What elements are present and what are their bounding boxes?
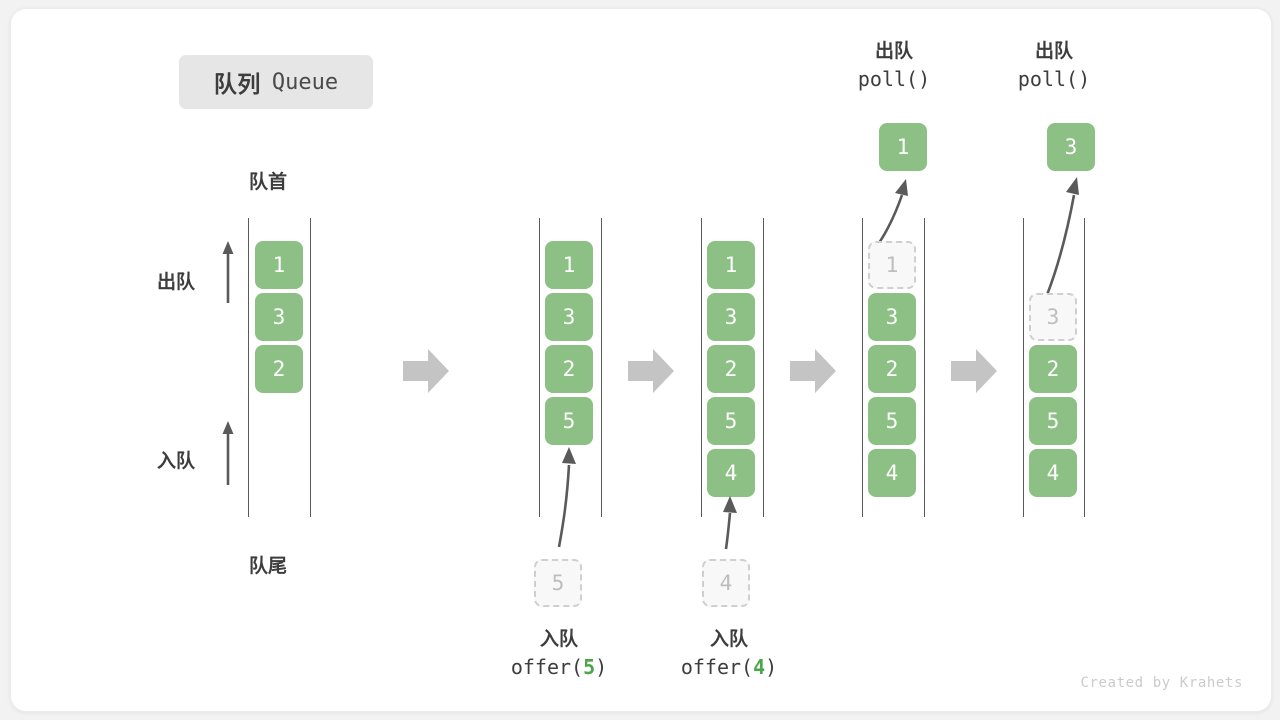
queue-rail-left-3 [701, 218, 702, 517]
dequeue-arrow-1 [222, 241, 234, 303]
queue-element-removed: 3 [1029, 293, 1077, 341]
queue-rail-right-1 [310, 218, 311, 517]
queue-element: 2 [707, 345, 755, 393]
step-arrow-2 [628, 349, 674, 393]
caption-arg: 5 [583, 655, 596, 679]
enqueue-curve-arrow-2 [557, 447, 576, 548]
caption-line2: offer(4) [624, 653, 834, 681]
title-cn: 队列 [213, 71, 261, 97]
queue-element: 4 [1029, 449, 1077, 497]
caption-line1: 出队 [874, 41, 913, 62]
diagram-card: 队列 Queue 队首 队尾 出队 入队 1 3 2 1 3 2 5 5 入队 … [10, 8, 1272, 712]
queue-rail-left-4 [862, 218, 863, 517]
queue-element: 3 [707, 293, 755, 341]
caption-poll-1: 出队 poll() [814, 39, 974, 93]
footer-credit: Created by Krahets [1080, 675, 1243, 691]
caption-fn: offer( [680, 655, 754, 679]
caption-fn-close: ) [765, 655, 778, 679]
queue-element: 3 [255, 293, 303, 341]
queue-element: 2 [868, 345, 916, 393]
step-arrow-4 [951, 349, 997, 393]
caption-line2: offer(5) [454, 653, 664, 681]
queue-rail-right-2 [601, 218, 602, 517]
caption-poll-3: 出队 poll() [974, 39, 1134, 93]
caption-offer-5: 入队 offer(5) [454, 627, 664, 681]
caption-line2: poll() [857, 67, 931, 91]
caption-fn: offer( [510, 655, 584, 679]
enqueue-curve-arrow-3 [723, 496, 737, 550]
title-badge: 队列 Queue [179, 55, 373, 109]
incoming-ghost-box: 5 [534, 559, 582, 607]
queue-element: 2 [255, 345, 303, 393]
title-en: Queue [271, 69, 339, 95]
queue-rail-left-1 [248, 218, 249, 517]
caption-fn-close: ) [595, 655, 608, 679]
enqueue-label-1: 入队 [157, 451, 196, 472]
queue-element-new: 5 [545, 397, 593, 445]
queue-element: 2 [545, 345, 593, 393]
queue-element: 1 [707, 241, 755, 289]
caption-line1: 出队 [1034, 41, 1073, 62]
caption-line1: 入队 [539, 629, 578, 650]
queue-element: 5 [868, 397, 916, 445]
queue-element-new: 4 [707, 449, 755, 497]
queue-rail-left-5 [1023, 218, 1024, 517]
queue-element: 5 [707, 397, 755, 445]
queue-element: 3 [868, 293, 916, 341]
queue-rail-right-5 [1084, 218, 1085, 517]
queue-element: 2 [1029, 345, 1077, 393]
caption-line2: poll() [1017, 67, 1091, 91]
incoming-ghost-box: 4 [702, 559, 750, 607]
queue-rail-right-3 [763, 218, 764, 517]
queue-head-label: 队首 [249, 172, 288, 193]
caption-arg: 4 [753, 655, 766, 679]
caption-offer-4: 入队 offer(4) [624, 627, 834, 681]
dequeue-curve-arrow-4 [877, 179, 908, 244]
queue-rail-left-2 [539, 218, 540, 517]
step-arrow-3 [790, 349, 836, 393]
queue-rail-right-4 [924, 218, 925, 517]
caption-line1: 入队 [709, 629, 748, 650]
polled-element: 3 [1047, 123, 1095, 171]
queue-element: 3 [545, 293, 593, 341]
polled-element: 1 [879, 123, 927, 171]
dequeue-curve-arrow-5 [1045, 177, 1079, 296]
queue-element: 5 [1029, 397, 1077, 445]
queue-tail-label: 队尾 [249, 556, 288, 577]
queue-element: 4 [868, 449, 916, 497]
enqueue-arrow-1 [222, 421, 234, 485]
queue-element: 1 [255, 241, 303, 289]
queue-element-removed: 1 [868, 241, 916, 289]
step-arrow-1 [403, 349, 449, 393]
queue-element: 1 [545, 241, 593, 289]
dequeue-label-1: 出队 [157, 272, 196, 293]
